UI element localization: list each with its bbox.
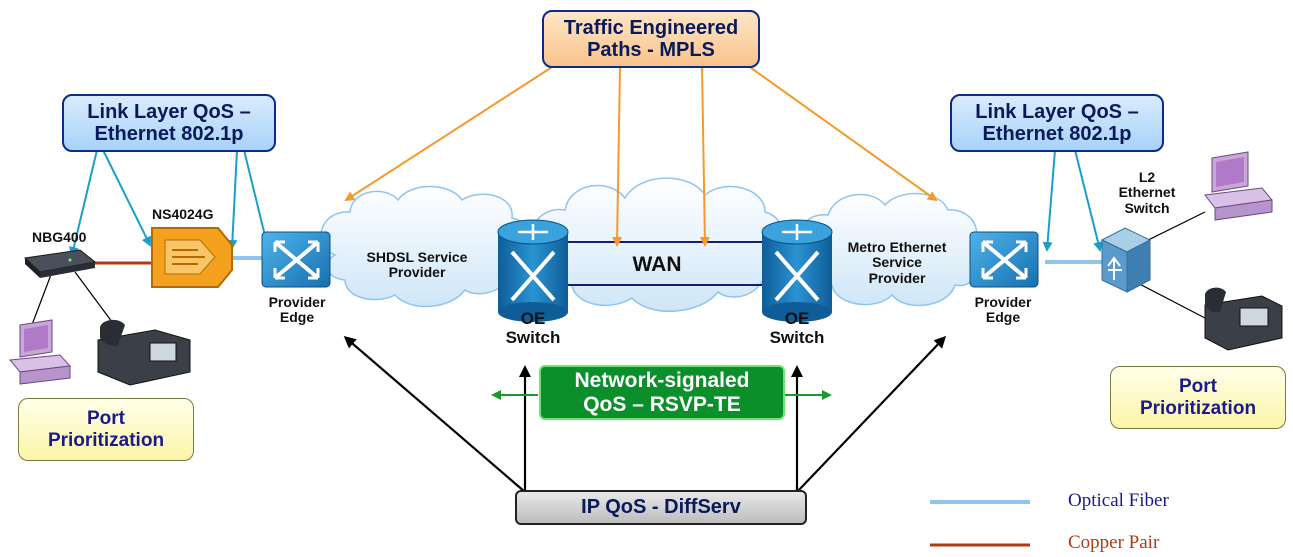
left-oe-line1: OE bbox=[520, 309, 546, 328]
l2-ethernet-switch-icon bbox=[1100, 227, 1152, 293]
left-port-line2: Prioritization bbox=[47, 429, 165, 451]
right-pc-icon bbox=[1204, 151, 1273, 221]
right-oe-line2: Switch bbox=[769, 327, 825, 347]
qos-arrow-right-1 bbox=[1042, 149, 1056, 252]
legend-fiber-label: Optical Fiber bbox=[1068, 490, 1169, 511]
left-pe-line1: Provider bbox=[268, 294, 326, 310]
left-oe-line2: Switch bbox=[505, 327, 561, 347]
rsvp-line2: QoS – RSVP-TE bbox=[583, 392, 741, 416]
diffserv-arrow-left-pe bbox=[343, 336, 526, 493]
metro-line3: Provider bbox=[868, 269, 926, 286]
ns4024g-label: NS4024G bbox=[152, 206, 214, 222]
qos-arrow-left-3 bbox=[227, 149, 238, 250]
right-qos-line2: Ethernet 802.1p bbox=[982, 123, 1132, 145]
shdsl-line1: SHDSL Service bbox=[366, 249, 468, 265]
diffserv-arrow-right-pe bbox=[796, 335, 947, 493]
left-provider-edge-switch-icon bbox=[261, 231, 331, 288]
left-qos-line2: Ethernet 802.1p bbox=[94, 123, 244, 145]
right-link-layer-qos-box: Link Layer QoS –Ethernet 802.1p bbox=[950, 94, 1164, 152]
right-pe-line2: Edge bbox=[985, 309, 1021, 326]
right-oe-switch-icon bbox=[761, 219, 833, 322]
left-phone-icon bbox=[97, 319, 191, 386]
left-port-line1: Port bbox=[87, 408, 125, 430]
right-qos-line1: Link Layer QoS – bbox=[975, 100, 1139, 123]
right-port-line2: Prioritization bbox=[1139, 397, 1257, 419]
l2-line2: Ethernet bbox=[1118, 184, 1176, 201]
mpls-arrow-4 bbox=[739, 59, 938, 202]
l2-line3: Switch bbox=[1124, 199, 1170, 216]
right-phone-icon bbox=[1204, 287, 1283, 351]
left-qos-line1: Link Layer QoS – bbox=[87, 100, 251, 123]
mpls-box-line2: Paths - MPLS bbox=[587, 39, 715, 61]
right-oe-line1: OE bbox=[784, 309, 810, 328]
mpls-arrow-1 bbox=[344, 59, 564, 202]
diffserv-box: IP QoS - DiffServ bbox=[515, 490, 807, 525]
mpls-arrow-3 bbox=[699, 65, 710, 247]
qos-arrow-right-2 bbox=[1074, 149, 1103, 252]
legend-copper-label: Copper Pair bbox=[1068, 532, 1160, 553]
wire-nbg-pc bbox=[29, 271, 53, 331]
metro-line2: Service bbox=[872, 254, 922, 271]
qos-arrow-left-2 bbox=[102, 149, 151, 247]
left-oe-switch-icon bbox=[497, 219, 569, 322]
wan-cloud-label: WAN bbox=[632, 253, 682, 276]
diffserv-label: IP QoS - DiffServ bbox=[581, 496, 741, 519]
right-port-line1: Port bbox=[1179, 376, 1217, 398]
left-pe-line2: Edge bbox=[279, 309, 315, 326]
wan-cloud bbox=[531, 177, 784, 313]
metro-line1: Metro Ethernet bbox=[847, 239, 947, 255]
ns4024g-device-icon bbox=[151, 227, 233, 288]
shdsl-cloud bbox=[320, 185, 529, 308]
shdsl-line2: Provider bbox=[388, 264, 446, 281]
left-link-layer-qos-box: Link Layer QoS –Ethernet 802.1p bbox=[62, 94, 276, 152]
nbg400-label: NBG400 bbox=[32, 229, 87, 245]
mpls-box-line1: Traffic Engineered bbox=[563, 16, 739, 39]
qos-arrow-left-1 bbox=[68, 149, 98, 257]
left-pc-icon bbox=[9, 319, 72, 385]
rsvp-line1: Network-signaled bbox=[574, 368, 750, 392]
right-pe-line1: Provider bbox=[974, 294, 1032, 310]
right-provider-edge-switch-icon bbox=[969, 231, 1039, 288]
qos-arrow-left-4 bbox=[243, 149, 271, 250]
mpls-arrow-2 bbox=[612, 65, 623, 247]
l2-line1: L2 bbox=[1138, 169, 1156, 185]
nbg400-router-icon bbox=[23, 249, 97, 278]
